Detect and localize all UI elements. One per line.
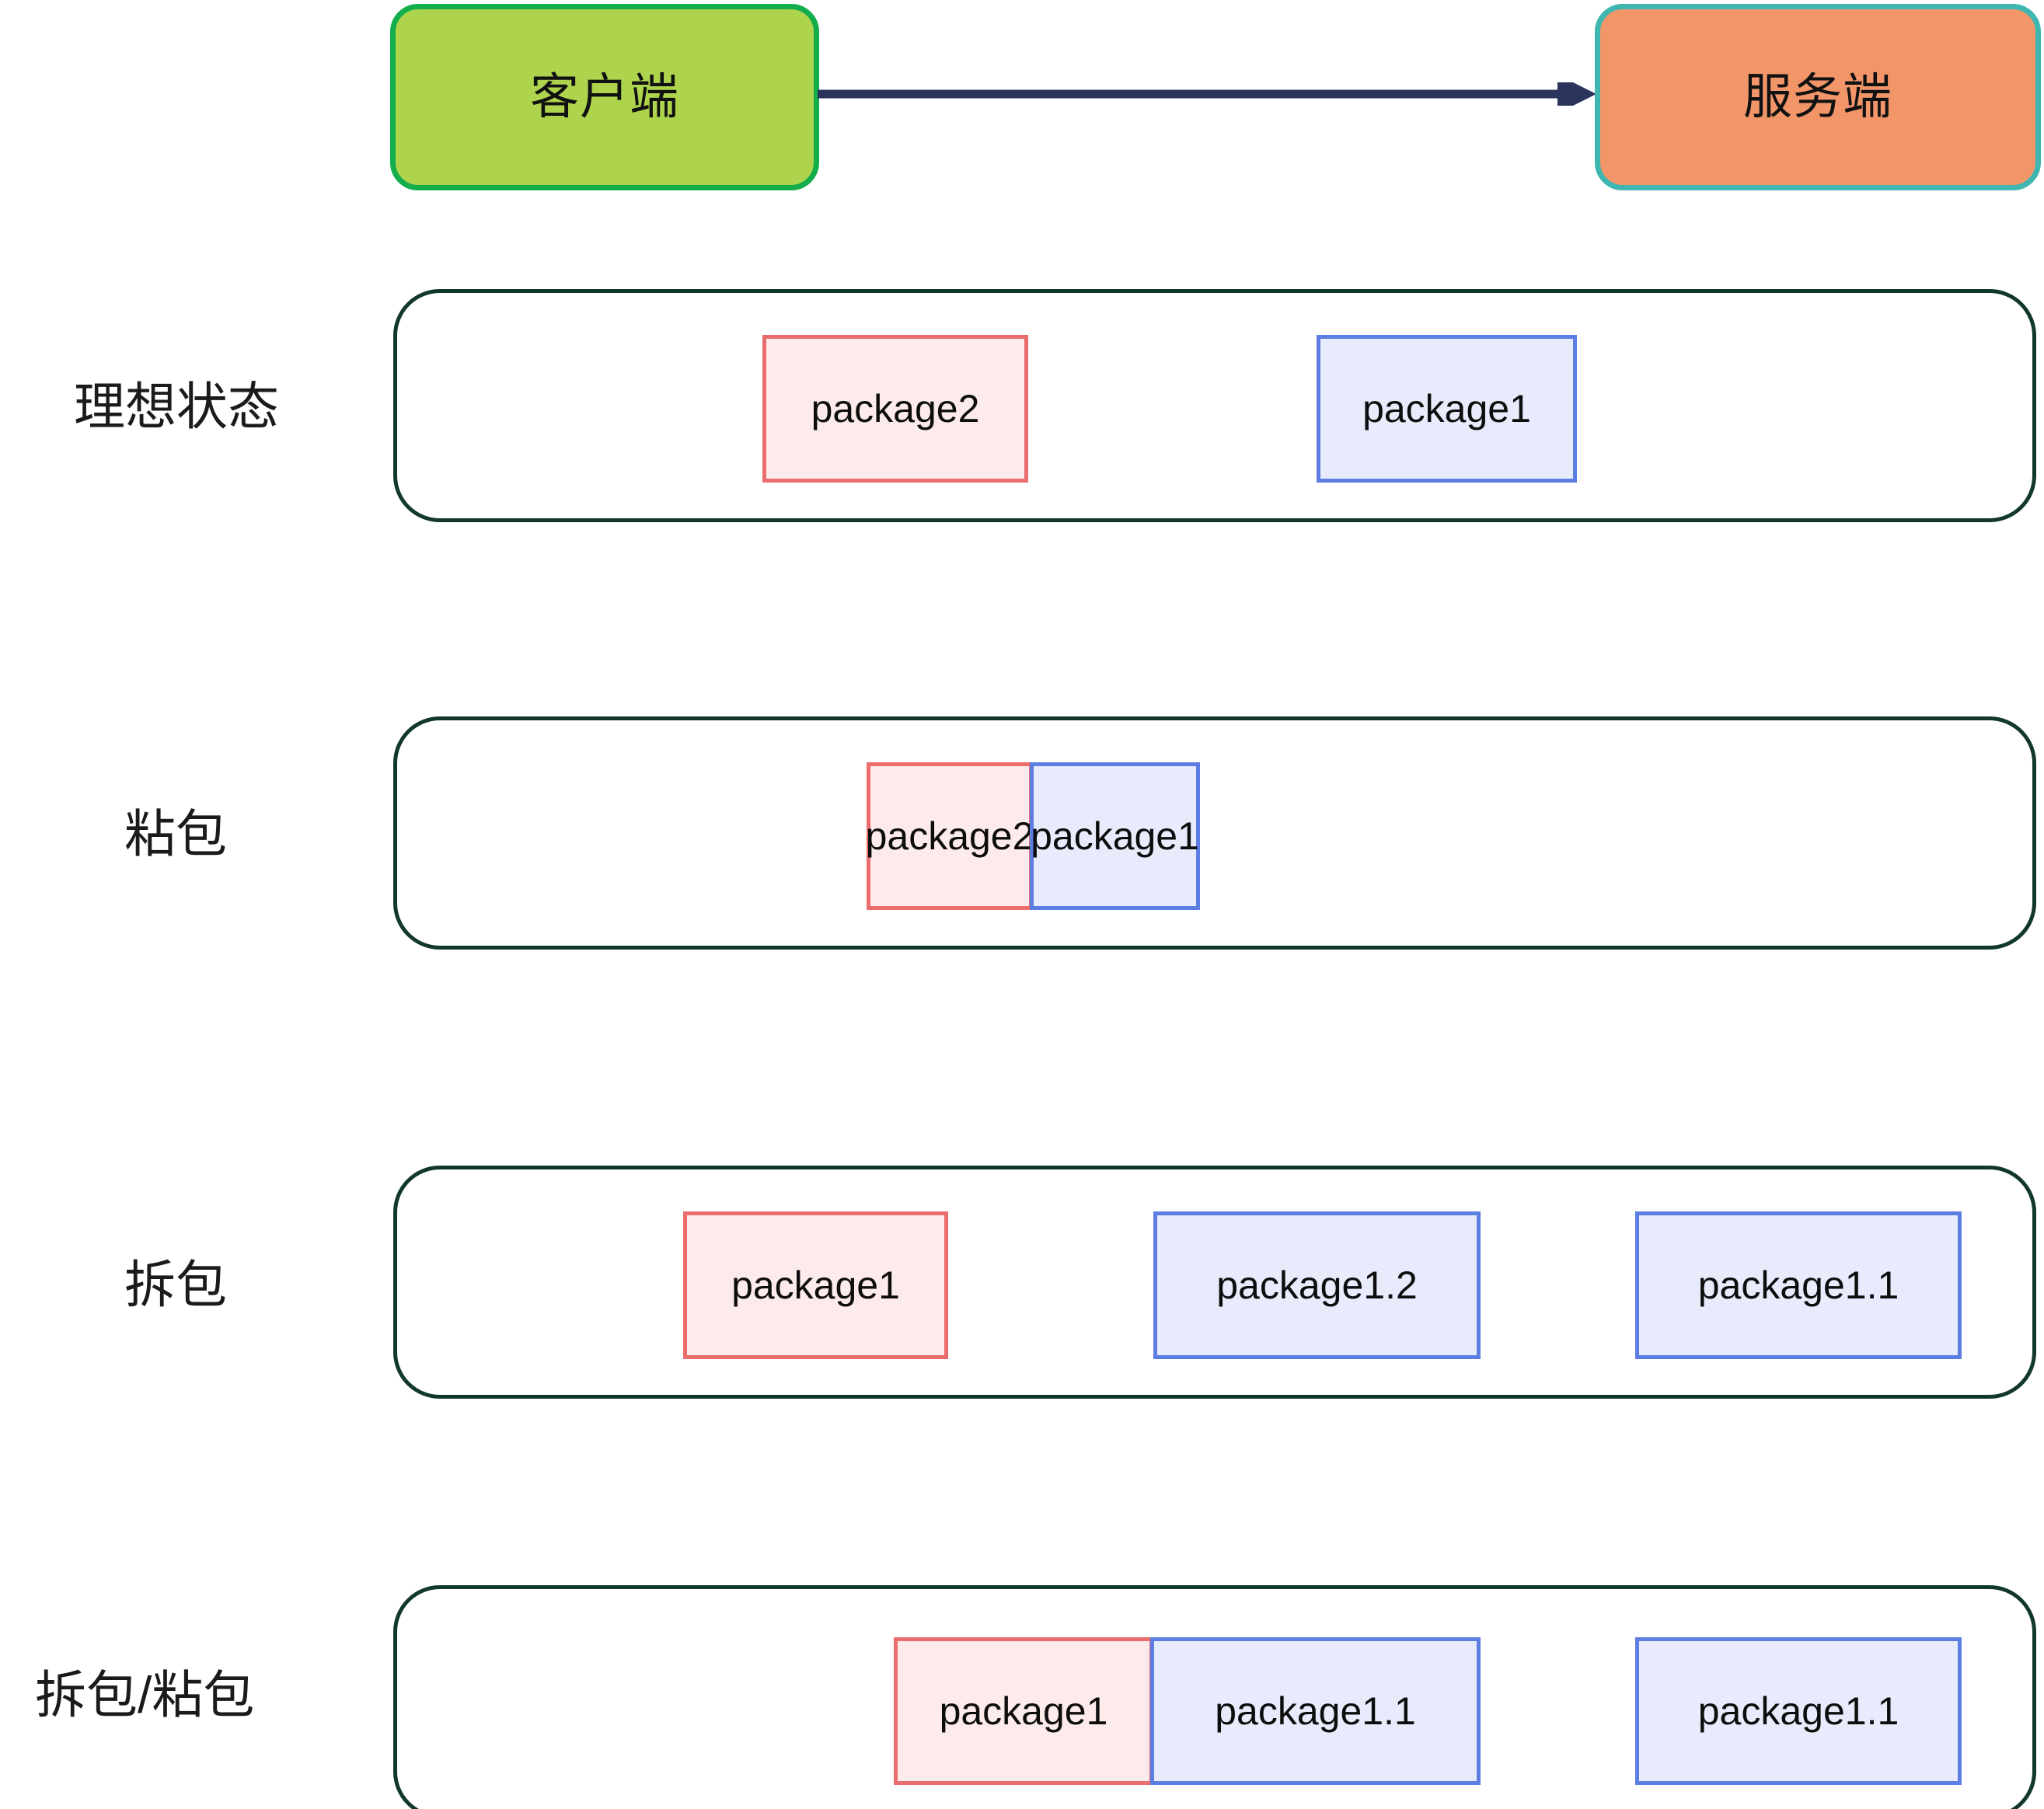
row-label-sticky: 粘包 <box>124 805 227 863</box>
server-node: 服务端 <box>1595 4 2041 190</box>
package-chip: package2 <box>866 762 1034 910</box>
package-chip: package2 <box>762 335 1028 483</box>
stream-row-ideal: package2 package1 <box>393 289 2036 522</box>
package-chip: package1 <box>1030 762 1200 910</box>
package-chip: package1.2 <box>1153 1211 1481 1359</box>
package-chip: package1.1 <box>1635 1211 1962 1359</box>
client-node: 客户端 <box>390 4 819 190</box>
package-chip: package1 <box>683 1211 948 1359</box>
package-chip: package1 <box>1317 335 1577 483</box>
package-chip: package1 <box>894 1637 1153 1785</box>
client-to-server-arrow-icon <box>818 82 1596 106</box>
row-label-ideal: 理想状态 <box>74 378 279 435</box>
package-chip: package1.1 <box>1150 1637 1481 1785</box>
row-label-split: 拆包 <box>124 1256 227 1313</box>
stream-row-split-sticky: package1 package1.1 package1.1 <box>393 1585 2036 1809</box>
package-chip: package1.1 <box>1635 1637 1962 1785</box>
stream-row-split: package1 package1.2 package1.1 <box>393 1166 2036 1399</box>
row-label-split-sticky: 拆包/粘包 <box>35 1666 255 1724</box>
client-node-label: 客户端 <box>530 69 679 124</box>
server-node-label: 服务端 <box>1743 69 1892 124</box>
stream-row-sticky: package2 package1 <box>393 716 2036 950</box>
